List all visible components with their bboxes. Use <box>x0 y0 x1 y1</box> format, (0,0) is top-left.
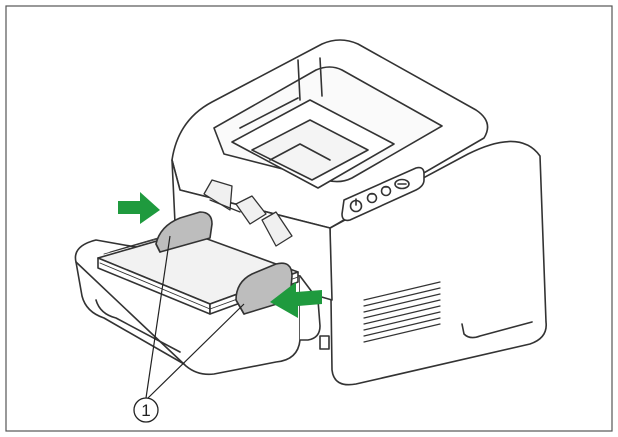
right-guide-arrow <box>270 282 322 318</box>
left-paper-guide <box>155 211 213 253</box>
power-icon <box>349 198 363 213</box>
side-vents <box>363 281 441 343</box>
start-icon <box>366 192 378 204</box>
side-port <box>319 335 330 350</box>
callout-number: 1 <box>141 401 150 420</box>
skip-icon <box>394 178 410 190</box>
feed-rollers <box>203 179 293 247</box>
left-guide-arrow <box>118 192 160 224</box>
callout-circle <box>133 397 159 423</box>
stop-icon <box>380 185 392 197</box>
callout-leader-lines <box>145 235 245 399</box>
